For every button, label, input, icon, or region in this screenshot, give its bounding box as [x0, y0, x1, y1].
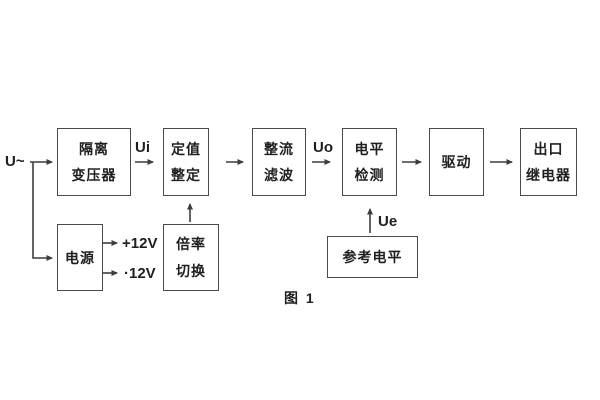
block-reference-level: 参考电平 [327, 236, 418, 278]
block-label: 整流 [264, 140, 294, 157]
ue-signal-label: Ue [378, 213, 398, 230]
block-setting-adjust: 定值 整定 [163, 128, 209, 196]
wire-input-branch-to-power [32, 162, 53, 261]
block-rectifier-filter: 整流 滤波 [252, 128, 306, 196]
block-label: 定值 [171, 140, 201, 157]
block-label: 滤波 [264, 167, 294, 184]
rail-negative-label: ·12V [124, 265, 156, 282]
rail-positive-label: +12V [122, 235, 158, 252]
block-label: 继电器 [526, 167, 571, 184]
block-label: 检测 [354, 167, 385, 184]
block-ratio-switch: 倍率 切换 [163, 224, 219, 291]
block-label: 驱动 [441, 154, 472, 170]
uo-signal-label: Uo [313, 139, 333, 156]
block-isolation-transformer: 隔离 变压器 [57, 128, 131, 196]
block-label: 变压器 [71, 167, 117, 184]
block-label: 整定 [171, 167, 201, 184]
block-label: 倍率 [176, 236, 206, 253]
figure-caption: 图 1 [284, 290, 316, 306]
block-label: 电源 [65, 249, 95, 266]
block-driver: 驱动 [429, 128, 484, 196]
block-level-detector: 电平 检测 [342, 128, 397, 196]
input-signal-label: U~ [5, 153, 25, 170]
block-label: 电平 [354, 140, 385, 157]
ui-signal-label: Ui [135, 139, 150, 156]
block-output-relay: 出口 继电器 [520, 128, 577, 196]
block-label: 隔离 [79, 140, 109, 157]
block-power-supply: 电源 [57, 224, 103, 291]
block-label: 参考电平 [342, 249, 403, 265]
block-label: 切换 [176, 262, 206, 279]
block-label: 出口 [533, 140, 564, 157]
